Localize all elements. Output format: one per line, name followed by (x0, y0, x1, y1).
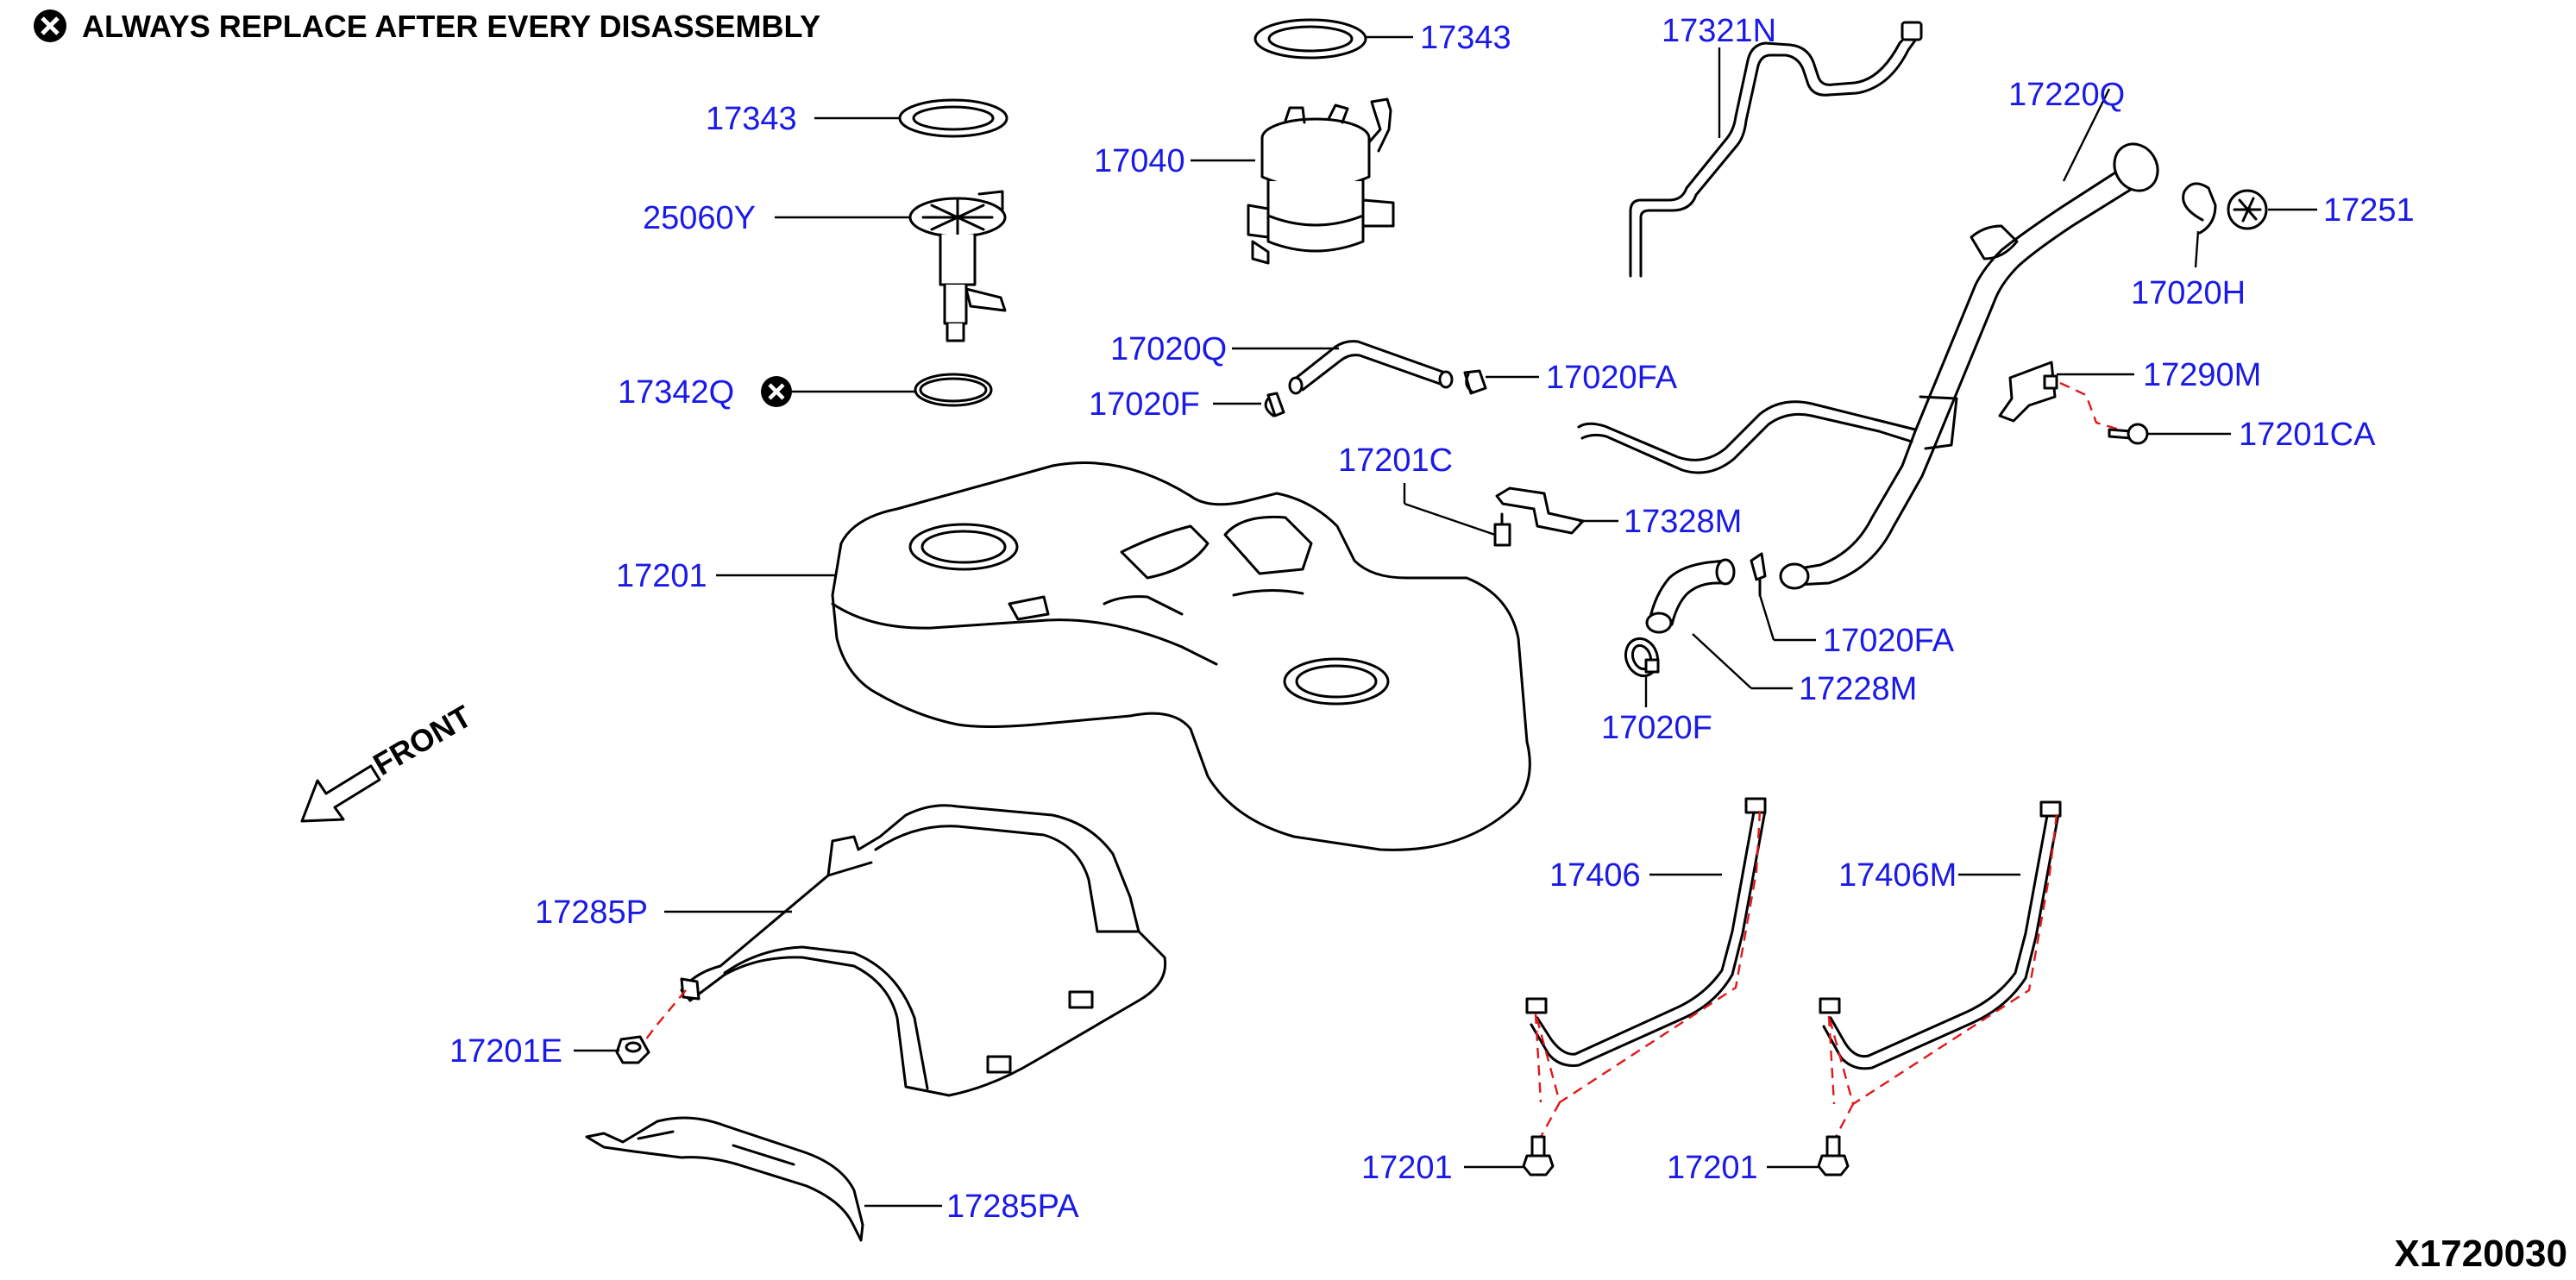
part-label-25060Y: 25060Y (643, 200, 756, 236)
clip-17201C (1493, 512, 1511, 547)
part-label-17220Q: 17220Q (2008, 77, 2125, 113)
fuel-tank-17201 (831, 461, 1531, 851)
part-label-17020FA-mid: 17020FA (1823, 623, 1955, 659)
part-label-17328M: 17328M (1624, 504, 1742, 540)
part-label-17406: 17406 (1549, 857, 1641, 894)
part-label-17201E: 17201E (449, 1033, 562, 1070)
front-label: FRONT (368, 698, 478, 782)
protector-17285P (680, 804, 1167, 1097)
fuel-level-sender-25060Y (908, 190, 1007, 342)
x-circle-icon (34, 9, 66, 42)
tank-strap-17406M (1819, 800, 2062, 1070)
bracket-17328M (1495, 486, 1585, 535)
part-label-17201CA: 17201CA (2239, 417, 2376, 453)
part-label-17406M: 17406M (1838, 857, 1957, 894)
note-text: ALWAYS REPLACE AFTER EVERY DISASSEMBLY (82, 9, 820, 44)
part-label-17321N: 17321N (1662, 13, 1776, 49)
hose-clamp-17020F-mid (1624, 637, 1660, 678)
hose-clamp-17020F-top (1264, 392, 1285, 417)
filler-tube-17220Q (1577, 142, 2159, 590)
part-label-17020Q: 17020Q (1110, 331, 1227, 367)
evap-tube-17321N (1629, 21, 1923, 278)
hose-17020Q (1288, 340, 1454, 395)
part-label-17285PA: 17285PA (946, 1189, 1079, 1225)
part-label-17290M: 17290M (2143, 357, 2261, 393)
part-label-17201-tank: 17201 (616, 558, 707, 594)
front-indicator: FRONT (300, 698, 478, 823)
front-arrow-icon (300, 764, 381, 823)
tank-strap-17406 (1525, 797, 1767, 1067)
gasket-17342Q (914, 373, 993, 407)
filler-cap-17251 (2227, 189, 2268, 230)
hose-clamp-17020FA-mid (1750, 552, 1767, 597)
fuel-pump-module-17040 (1247, 97, 1395, 265)
part-label-17342Q: 17342Q (618, 374, 734, 411)
part-label-17020F-mid: 17020F (1601, 710, 1712, 746)
part-label-17020FA-top: 17020FA (1546, 360, 1678, 396)
bolt-17201CA (2108, 423, 2149, 445)
replace-marker-icon (761, 376, 792, 407)
bolt-17201-right (1817, 1135, 1850, 1176)
part-label-17020F-top: 17020F (1089, 386, 1200, 423)
part-label-17228M: 17228M (1799, 671, 1917, 707)
bolt-17201-left (1522, 1135, 1555, 1176)
part-label-17251: 17251 (2323, 192, 2415, 229)
part-label-17020H: 17020H (2131, 275, 2246, 311)
seal-ring-17343-left (898, 98, 1008, 138)
diagram-id: X1720030 (2394, 1233, 2567, 1275)
part-label-17201-bolt-right: 17201 (1667, 1150, 1758, 1186)
filler-hose-17228M (1645, 558, 1736, 634)
part-label-17040: 17040 (1094, 143, 1185, 179)
part-label-17201C: 17201C (1338, 442, 1453, 479)
hose-clamp-17020FA-top (1463, 369, 1487, 395)
part-label-17201-bolt-left: 17201 (1361, 1150, 1453, 1186)
bracket-17290M (1998, 361, 2058, 423)
nut-17201E (615, 1035, 650, 1064)
part-label-17343-left: 17343 (706, 101, 797, 137)
part-label-17285P: 17285P (535, 894, 648, 931)
cap-tether-17020H (2182, 182, 2217, 235)
heat-shield-17285PA (585, 1116, 864, 1242)
part-label-17343-top: 17343 (1420, 20, 1511, 56)
seal-ring-17343-top (1253, 18, 1367, 60)
replace-note: ALWAYS REPLACE AFTER EVERY DISASSEMBLY (34, 9, 820, 44)
